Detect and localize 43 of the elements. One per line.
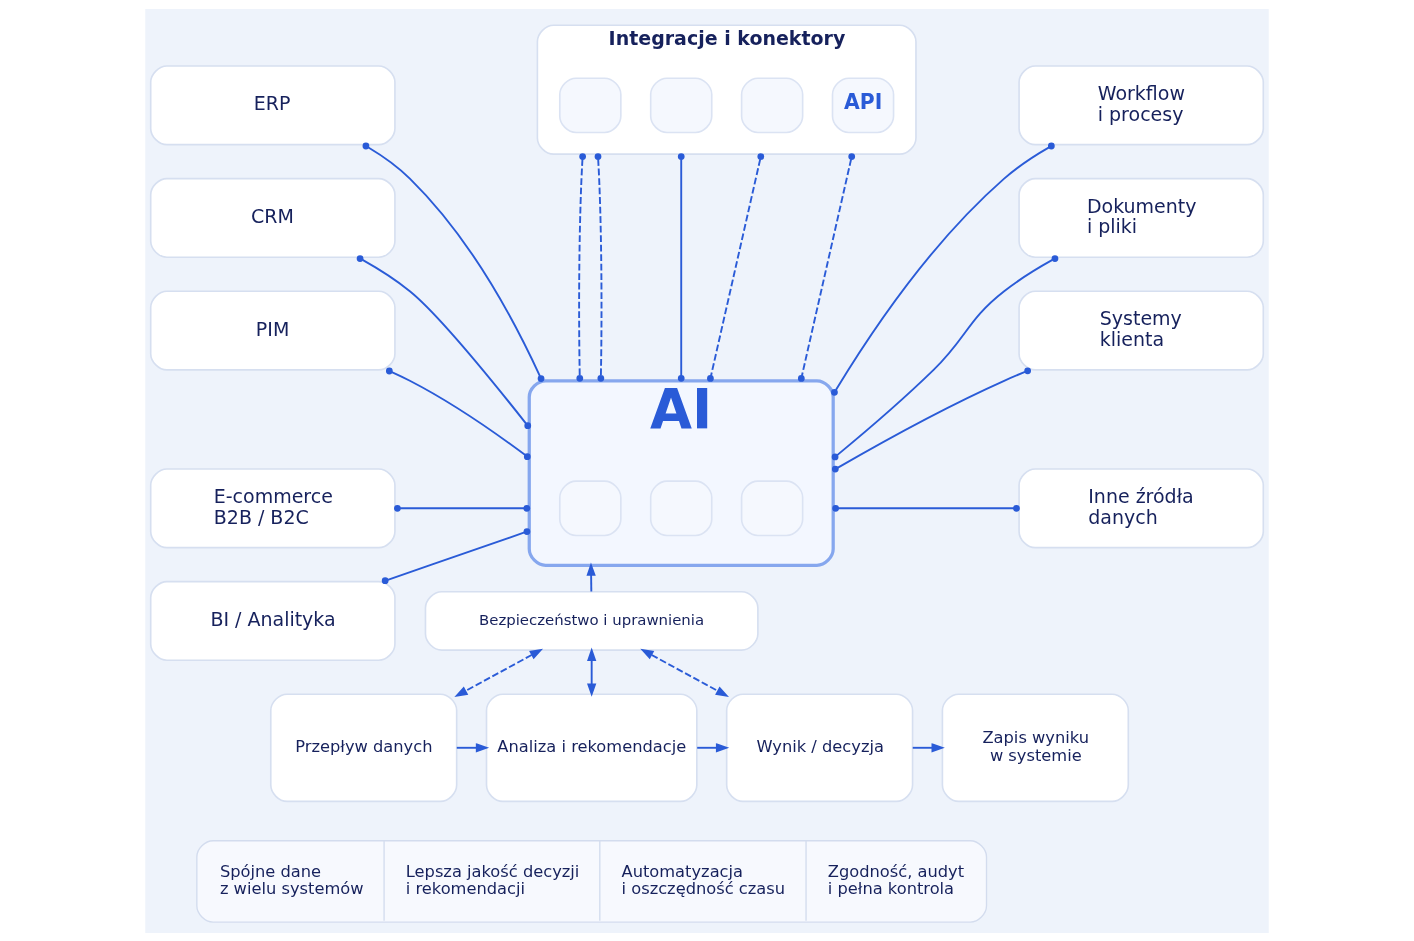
arrow — [455, 742, 490, 752]
connector — [831, 254, 1059, 460]
node-box — [740, 76, 804, 133]
node-box: Przepływ danych — [269, 692, 458, 802]
node-box: Bezpieczeństwo i uprawnienia — [424, 590, 759, 651]
node-box: Wynik / decyzja — [725, 692, 914, 802]
node-box: E-commerce B2B / B2C — [149, 467, 396, 548]
arrow — [454, 648, 544, 697]
node-box: API — [831, 76, 895, 133]
connector — [831, 366, 1032, 472]
arrow — [587, 647, 597, 697]
connector — [576, 152, 586, 382]
node-box — [558, 479, 622, 536]
connector — [677, 152, 685, 382]
node-box: Inne źródła danych — [1018, 467, 1265, 548]
connector — [707, 152, 765, 382]
node-box — [558, 76, 622, 133]
node-box — [649, 479, 713, 536]
arrow — [640, 648, 729, 697]
node-box: PIM — [149, 289, 396, 371]
arrow — [911, 742, 945, 752]
connector — [362, 142, 545, 382]
node-box: Zapis wyniku w systemie — [941, 692, 1130, 802]
node-box: Systemy klienta — [1018, 289, 1265, 371]
connector — [356, 254, 532, 429]
connector — [797, 152, 856, 382]
connector — [594, 152, 605, 382]
connector — [381, 527, 531, 584]
cluster: AI — [527, 378, 835, 567]
node-box: BI / Analityka — [149, 580, 396, 661]
node-box: Dokumenty i pliki — [1018, 177, 1265, 258]
arrow — [586, 561, 596, 592]
connector — [832, 504, 1020, 512]
arrow — [696, 742, 730, 752]
node-box — [740, 479, 804, 536]
node-box: ERP — [149, 64, 396, 145]
node-box: Analiza i rekomendacje — [485, 692, 698, 802]
node-box: CRM — [149, 177, 396, 258]
node-box — [649, 76, 713, 133]
connector — [385, 367, 531, 460]
node-box: Workflow i procesy — [1018, 64, 1265, 145]
connector — [831, 142, 1055, 396]
connector — [394, 504, 531, 512]
